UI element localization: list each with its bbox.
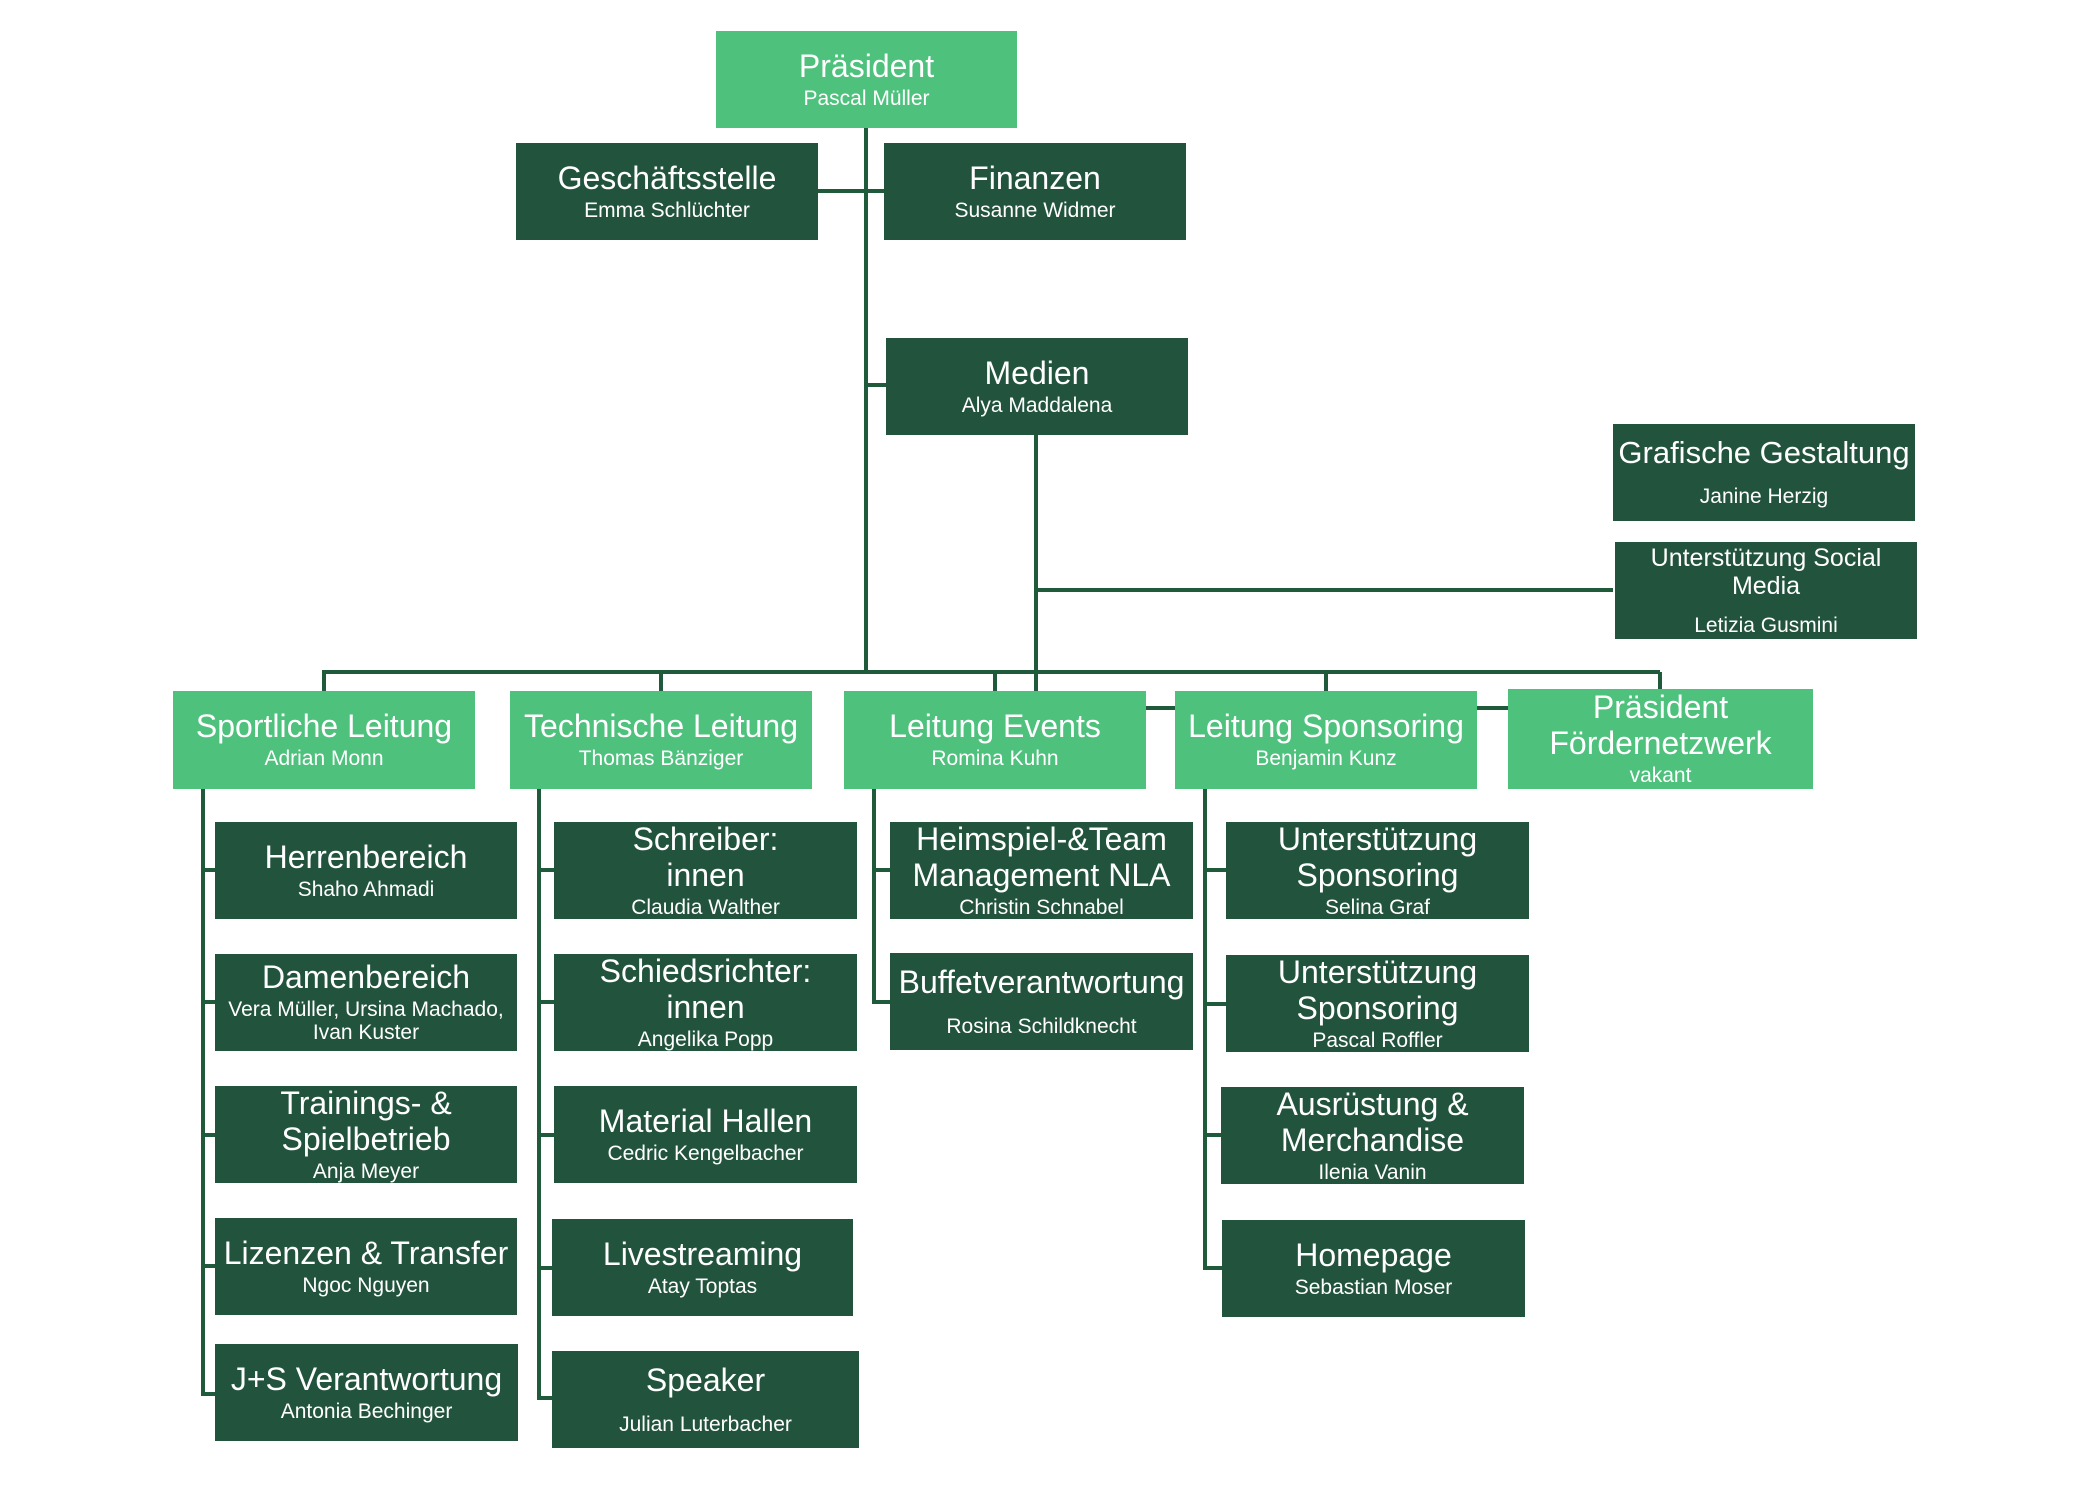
node-name: Antonia Bechinger bbox=[280, 1399, 453, 1423]
node-js-verantwortung: J+S Verantwortung Antonia Bechinger bbox=[215, 1344, 518, 1441]
node-title: Leitung Events bbox=[889, 708, 1101, 745]
node-name: Susanne Widmer bbox=[954, 198, 1116, 222]
node-name: vakant bbox=[1629, 764, 1692, 788]
node-name: Sebastian Moser bbox=[1294, 1275, 1453, 1299]
node-name: Romina Kuhn bbox=[931, 747, 1059, 771]
node-schreiber-innen: Schreiber: innen Claudia Walther bbox=[554, 822, 857, 919]
node-name: Julian Luterbacher bbox=[619, 1412, 792, 1436]
node-name: Cedric Kengelbacher bbox=[607, 1141, 804, 1165]
node-unterstuetzung-sponsoring-1: Unterstützung Sponsoring Selina Graf bbox=[1226, 822, 1529, 919]
node-name: Vera Müller, Ursina Machado, Ivan Kuster bbox=[228, 997, 504, 1045]
node-name: Atay Toptas bbox=[647, 1274, 758, 1298]
node-title: Trainings- & Spielbetrieb bbox=[280, 1086, 452, 1157]
node-title: Livestreaming bbox=[602, 1235, 803, 1272]
node-title: Leitung Sponsoring bbox=[1188, 708, 1464, 745]
node-title: Ausrüstung & Merchandise bbox=[1276, 1087, 1469, 1158]
node-name: Rosina Schildknecht bbox=[946, 1014, 1137, 1038]
node-name: Pascal Müller bbox=[803, 86, 930, 110]
node-leitung-sponsoring: Leitung Sponsoring Benjamin Kunz bbox=[1175, 691, 1477, 789]
node-title: Unterstützung Social Media bbox=[1650, 543, 1882, 600]
node-title: Schiedsrichter: innen bbox=[599, 954, 812, 1025]
node-title: Unterstützung Sponsoring bbox=[1277, 822, 1478, 893]
node-title: Lizenzen & Transfer bbox=[223, 1234, 509, 1271]
node-title: Medien bbox=[984, 354, 1090, 391]
node-material-hallen: Material Hallen Cedric Kengelbacher bbox=[554, 1086, 857, 1183]
node-title: Speaker bbox=[645, 1361, 766, 1398]
node-heimspiel-team-management: Heimspiel-&Team Management NLA Christin … bbox=[890, 822, 1193, 919]
node-name: Letizia Gusmini bbox=[1694, 613, 1838, 637]
node-unterstuetzung-sponsoring-2: Unterstützung Sponsoring Pascal Roffler bbox=[1226, 955, 1529, 1052]
node-technische-leitung: Technische Leitung Thomas Bänziger bbox=[510, 691, 812, 789]
node-title: Homepage bbox=[1295, 1236, 1452, 1273]
node-praesident-foerdernetzwerk: Präsident Fördernetzwerk vakant bbox=[1508, 689, 1813, 789]
node-geschaeftsstelle: Geschäftsstelle Emma Schlüchter bbox=[516, 143, 818, 240]
node-name: Claudia Walther bbox=[631, 895, 780, 919]
node-name: Ngoc Nguyen bbox=[302, 1273, 430, 1297]
node-name: Pascal Roffler bbox=[1312, 1028, 1443, 1052]
node-name: Adrian Monn bbox=[264, 747, 384, 771]
node-finanzen: Finanzen Susanne Widmer bbox=[884, 143, 1186, 240]
node-praesident: Präsident Pascal Müller bbox=[716, 31, 1017, 128]
node-title: Grafische Gestaltung bbox=[1618, 435, 1910, 471]
node-name: Shaho Ahmadi bbox=[297, 877, 435, 901]
node-title: Heimspiel-&Team Management NLA bbox=[912, 822, 1171, 893]
node-livestreaming: Livestreaming Atay Toptas bbox=[552, 1219, 853, 1316]
node-ausruestung-merchandise: Ausrüstung & Merchandise Ilenia Vanin bbox=[1221, 1087, 1524, 1184]
node-name: Alya Maddalena bbox=[961, 393, 1113, 417]
node-name: Emma Schlüchter bbox=[584, 198, 750, 222]
node-title: Finanzen bbox=[969, 159, 1101, 196]
node-title: Unterstützung Sponsoring bbox=[1277, 955, 1478, 1026]
node-name: Thomas Bänziger bbox=[578, 747, 744, 771]
node-leitung-events: Leitung Events Romina Kuhn bbox=[844, 691, 1146, 789]
node-schiedsrichter-innen: Schiedsrichter: innen Angelika Popp bbox=[554, 954, 857, 1051]
node-homepage: Homepage Sebastian Moser bbox=[1222, 1220, 1525, 1317]
node-name: Benjamin Kunz bbox=[1255, 747, 1397, 771]
node-title: Herrenbereich bbox=[264, 838, 468, 875]
node-lizenzen-transfer: Lizenzen & Transfer Ngoc Nguyen bbox=[215, 1218, 517, 1315]
node-trainings-spielbetrieb: Trainings- & Spielbetrieb Anja Meyer bbox=[215, 1086, 517, 1183]
node-name: Christin Schnabel bbox=[959, 895, 1124, 919]
node-name: Janine Herzig bbox=[1699, 485, 1829, 509]
node-name: Selina Graf bbox=[1324, 895, 1431, 919]
node-damenbereich: Damenbereich Vera Müller, Ursina Machado… bbox=[215, 954, 517, 1051]
node-title: Sportliche Leitung bbox=[195, 708, 453, 745]
node-name: Anja Meyer bbox=[312, 1159, 420, 1183]
node-title: Technische Leitung bbox=[524, 708, 798, 745]
node-name: Angelika Popp bbox=[637, 1027, 774, 1051]
node-title: Präsident bbox=[798, 47, 935, 84]
node-sportliche-leitung: Sportliche Leitung Adrian Monn bbox=[173, 691, 475, 789]
node-medien: Medien Alya Maddalena bbox=[886, 338, 1188, 435]
node-title: Material Hallen bbox=[598, 1102, 813, 1139]
node-title: J+S Verantwortung bbox=[230, 1360, 503, 1397]
node-grafische-gestaltung: Grafische Gestaltung Janine Herzig bbox=[1613, 424, 1915, 521]
node-buffetverantwortung: Buffetverantwortung Rosina Schildknecht bbox=[890, 953, 1193, 1050]
node-title: Schreiber: innen bbox=[632, 822, 779, 893]
node-title: Damenbereich bbox=[261, 959, 471, 996]
node-title: Buffetverantwortung bbox=[898, 963, 1185, 1000]
node-title: Geschäftsstelle bbox=[557, 159, 777, 196]
node-name: Ilenia Vanin bbox=[1318, 1160, 1427, 1184]
node-speaker: Speaker Julian Luterbacher bbox=[552, 1351, 859, 1448]
node-herrenbereich: Herrenbereich Shaho Ahmadi bbox=[215, 822, 517, 919]
node-social-media: Unterstützung Social Media Letizia Gusmi… bbox=[1615, 542, 1917, 639]
node-title: Präsident Fördernetzwerk bbox=[1549, 689, 1772, 762]
